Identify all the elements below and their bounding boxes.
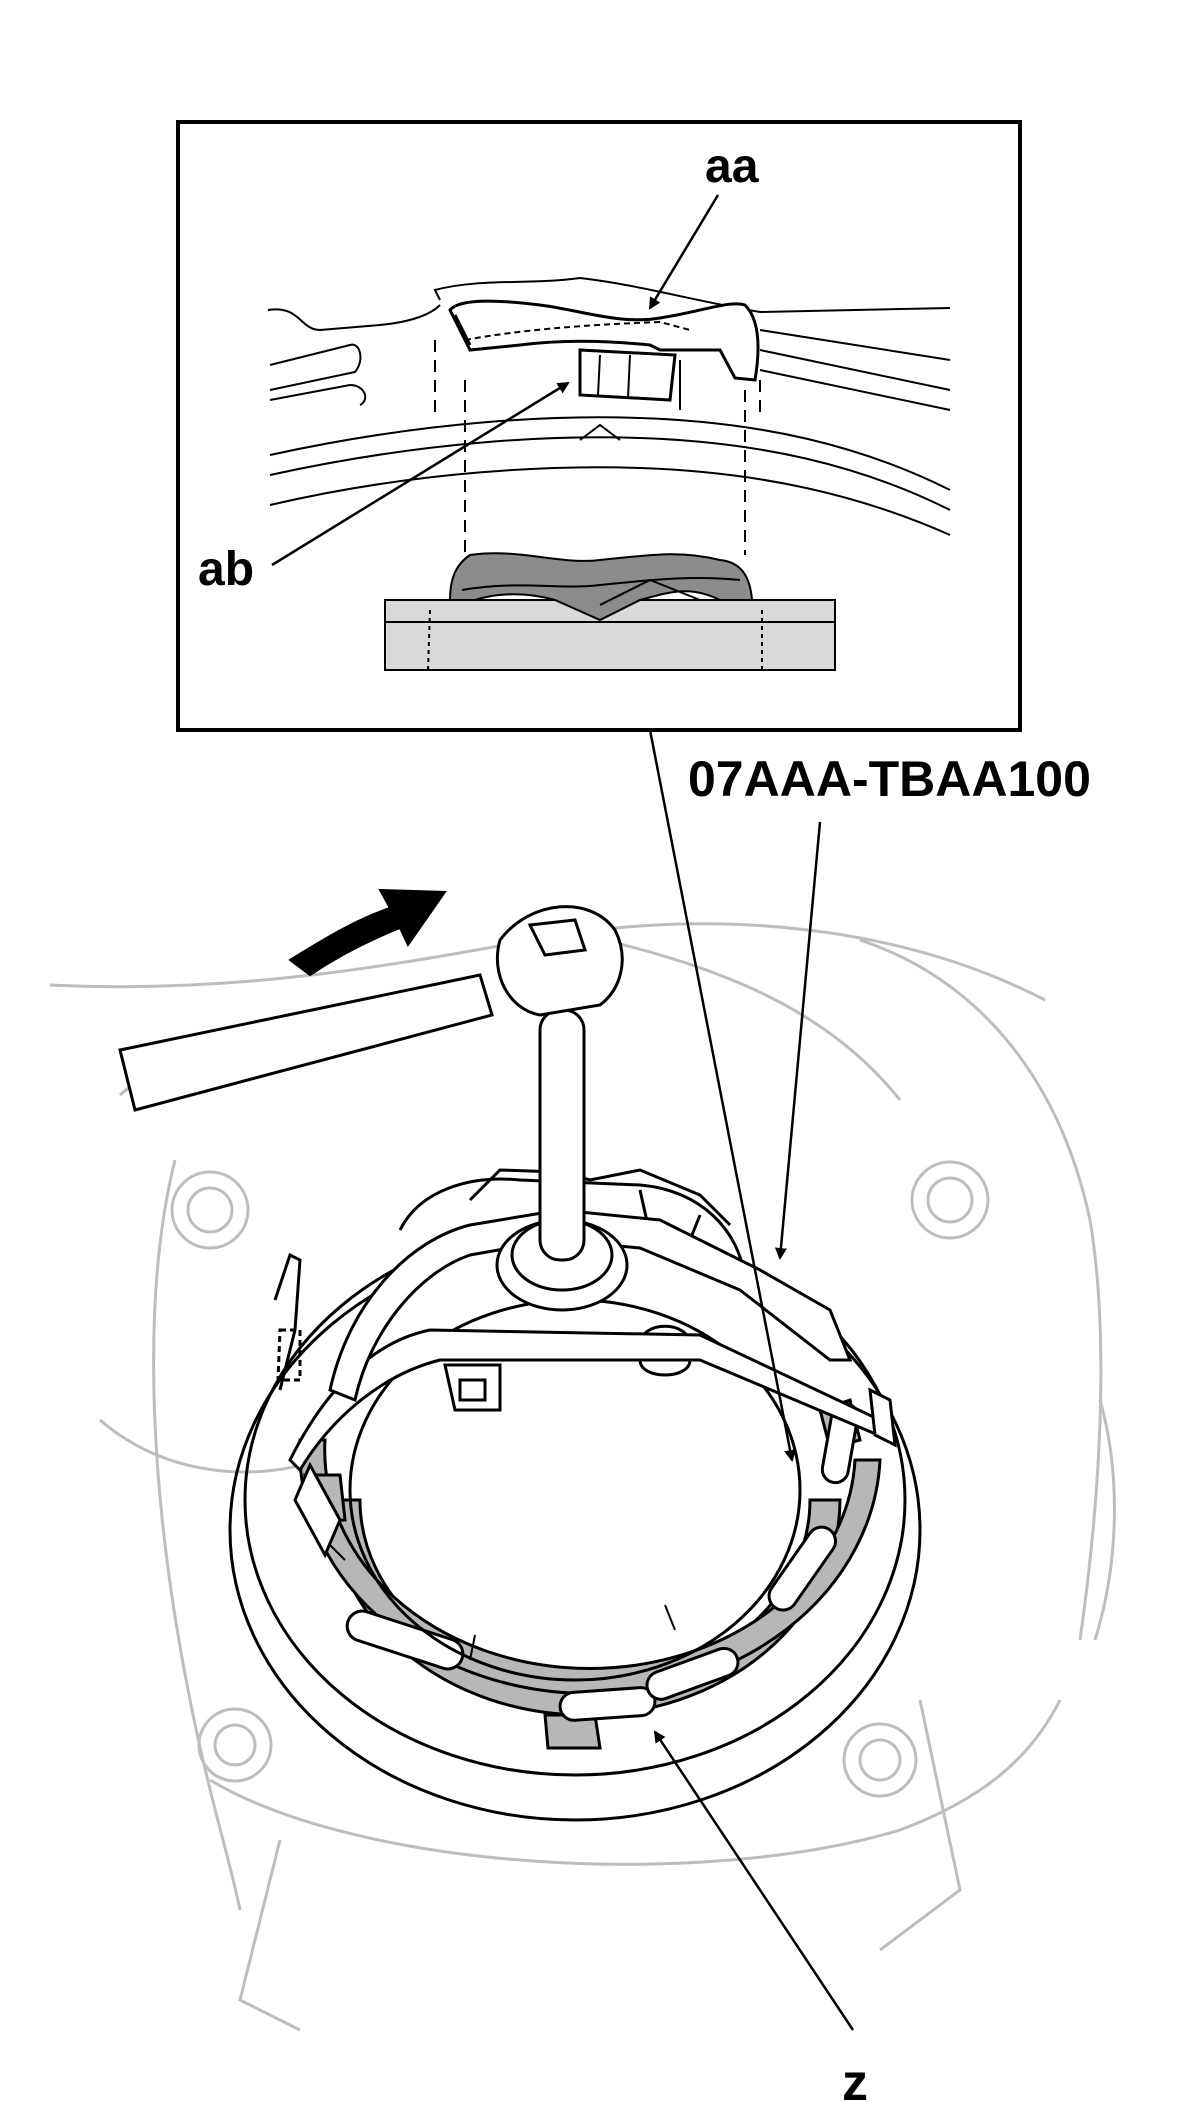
special-tool-band	[288, 1208, 897, 1559]
label-special-tool: 07AAA-TBAA100	[688, 751, 1091, 807]
inset-detail	[176, 120, 1022, 732]
background-housing	[49, 922, 1116, 2032]
label-aa: aa	[705, 140, 759, 193]
label-z: z	[842, 2054, 868, 2112]
wrench	[118, 905, 624, 1112]
leader-lines	[271, 194, 855, 2031]
rotation-direction-arrow	[288, 888, 447, 977]
socket-and-extension	[495, 1008, 629, 1312]
locknut-z	[298, 1398, 882, 1750]
label-ab: ab	[198, 543, 254, 596]
